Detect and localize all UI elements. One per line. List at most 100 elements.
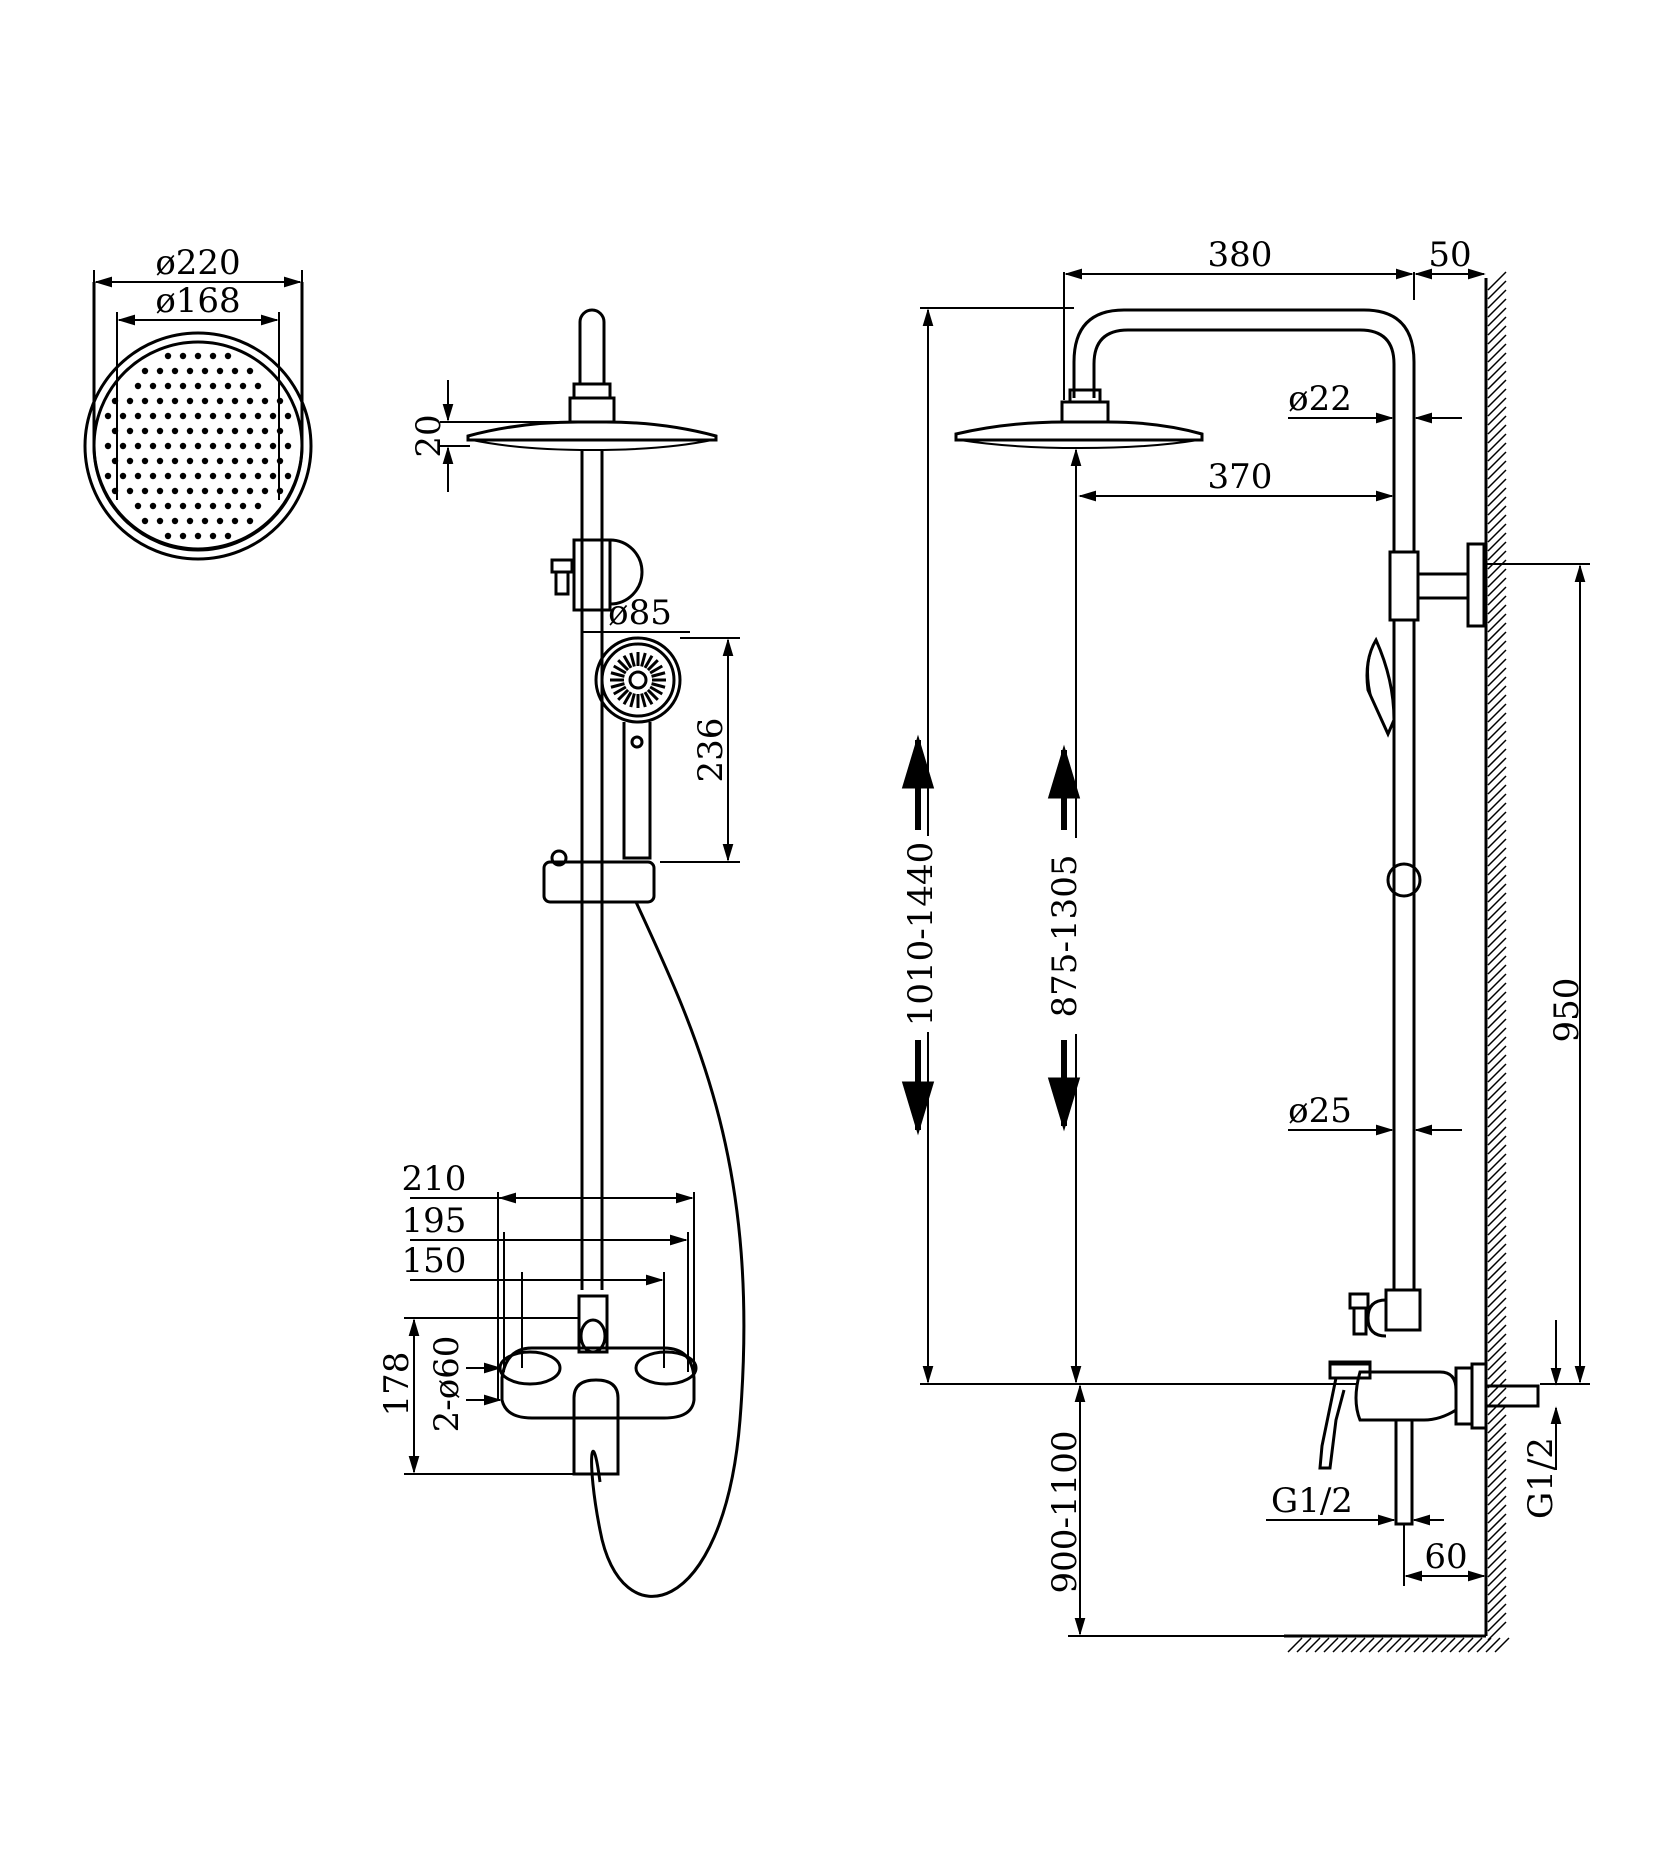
dim-width-150: 150 [402,1241,467,1281]
nozzle [254,442,262,450]
hatch-line [1487,1306,1507,1326]
hand-nozzle-slot [643,691,654,705]
shower-hose [590,901,746,1598]
nozzle [149,382,157,390]
nozzle [231,427,239,435]
hatch-line [1487,631,1507,651]
hatch-line [1487,1351,1507,1371]
nozzle [231,397,239,405]
hatch-line [1487,298,1507,318]
hatch-line [1487,1198,1507,1218]
upper-bracket [572,538,612,612]
nozzle [171,367,179,375]
nozzle [246,397,254,405]
nozzle [209,382,217,390]
hatch-line [1487,334,1507,354]
hatch-line [1487,919,1507,939]
shower-head-face [83,331,313,561]
hatch-line [1323,1637,1339,1653]
hatch-line [1487,1360,1507,1380]
nozzle [216,367,224,375]
rain-head-profile [466,420,718,442]
hatch-line [1487,361,1507,381]
hatch-line [1487,937,1507,957]
nozzle [261,487,269,495]
hatch-line [1487,910,1507,930]
mixer-side-lever [1318,1362,1372,1470]
hatch-line [1487,1054,1507,1074]
hatch-line [1487,649,1507,669]
nozzle [231,487,239,495]
hatch-line [1487,325,1507,345]
hatch-line [1487,388,1507,408]
hatch-line [1487,703,1507,723]
hatch-line [1487,1333,1507,1353]
nozzle [209,412,217,420]
nozzle [179,502,187,510]
hatch-line [1487,1531,1507,1551]
nozzle [231,517,239,525]
nozzle-pattern [104,352,292,540]
nozzle [269,442,277,450]
nozzle [194,352,202,360]
head-connector [1060,400,1110,424]
hatch-line [1487,1567,1507,1587]
hatch-line [1487,1612,1507,1632]
dim-head-thickness: 20 [409,414,449,457]
hatch-line [1487,1009,1507,1029]
nozzle [216,427,224,435]
nozzle [149,442,157,450]
hatch-line [1487,739,1507,759]
nozzle [216,487,224,495]
escutcheon-right [634,1350,698,1386]
hatch-line [1487,442,1507,462]
nozzle [119,472,127,480]
rain-head-underside [471,439,713,452]
escutcheon-left [498,1350,562,1386]
hatch-line [1487,775,1507,795]
dim-bracket-height: 950 [1547,978,1587,1043]
wall-bracket-plate [1466,542,1486,628]
nozzle [119,442,127,450]
diverter-lever [554,570,570,596]
bracket-body [609,538,644,606]
hatch-line [1487,1225,1507,1245]
nozzle [179,472,187,480]
nozzle [224,472,232,480]
hatch-line [1487,1504,1507,1524]
nozzle [224,502,232,510]
nozzle [164,532,172,540]
hatch-line [1487,1423,1507,1443]
hatch-line [1487,1135,1507,1155]
hatch-line [1487,784,1507,804]
slider-knob [550,849,568,867]
hatch-line [1487,1450,1507,1470]
nozzle [239,382,247,390]
hatch-line [1487,658,1507,678]
hand-nozzle-slot [640,693,647,708]
nozzle [209,502,217,510]
hatch-line [1487,1153,1507,1173]
hatch-line [1487,271,1507,291]
dim-wall-offset: 50 [1428,235,1471,275]
hand-nozzle-slot [613,664,627,675]
hatch-line [1487,1261,1507,1281]
dim-hand-shower-height: 236 [691,718,731,783]
nozzle [261,427,269,435]
hatch-line [1377,1637,1393,1653]
nozzle [179,532,187,540]
hand-nozzle-slot [646,688,659,701]
hatch-line [1487,1018,1507,1038]
hatch-line [1487,622,1507,642]
dim-text-mask [900,836,940,1032]
dim-outlet-offset: 60 [1424,1537,1467,1577]
hatch-line [1487,1234,1507,1254]
hatch-line [1487,820,1507,840]
nozzle [261,397,269,405]
inlet-pipe [1484,1384,1540,1408]
nozzle [284,472,292,480]
hatch-line [1487,1459,1507,1479]
hatch-line [1487,604,1507,624]
hatch-line [1487,685,1507,705]
